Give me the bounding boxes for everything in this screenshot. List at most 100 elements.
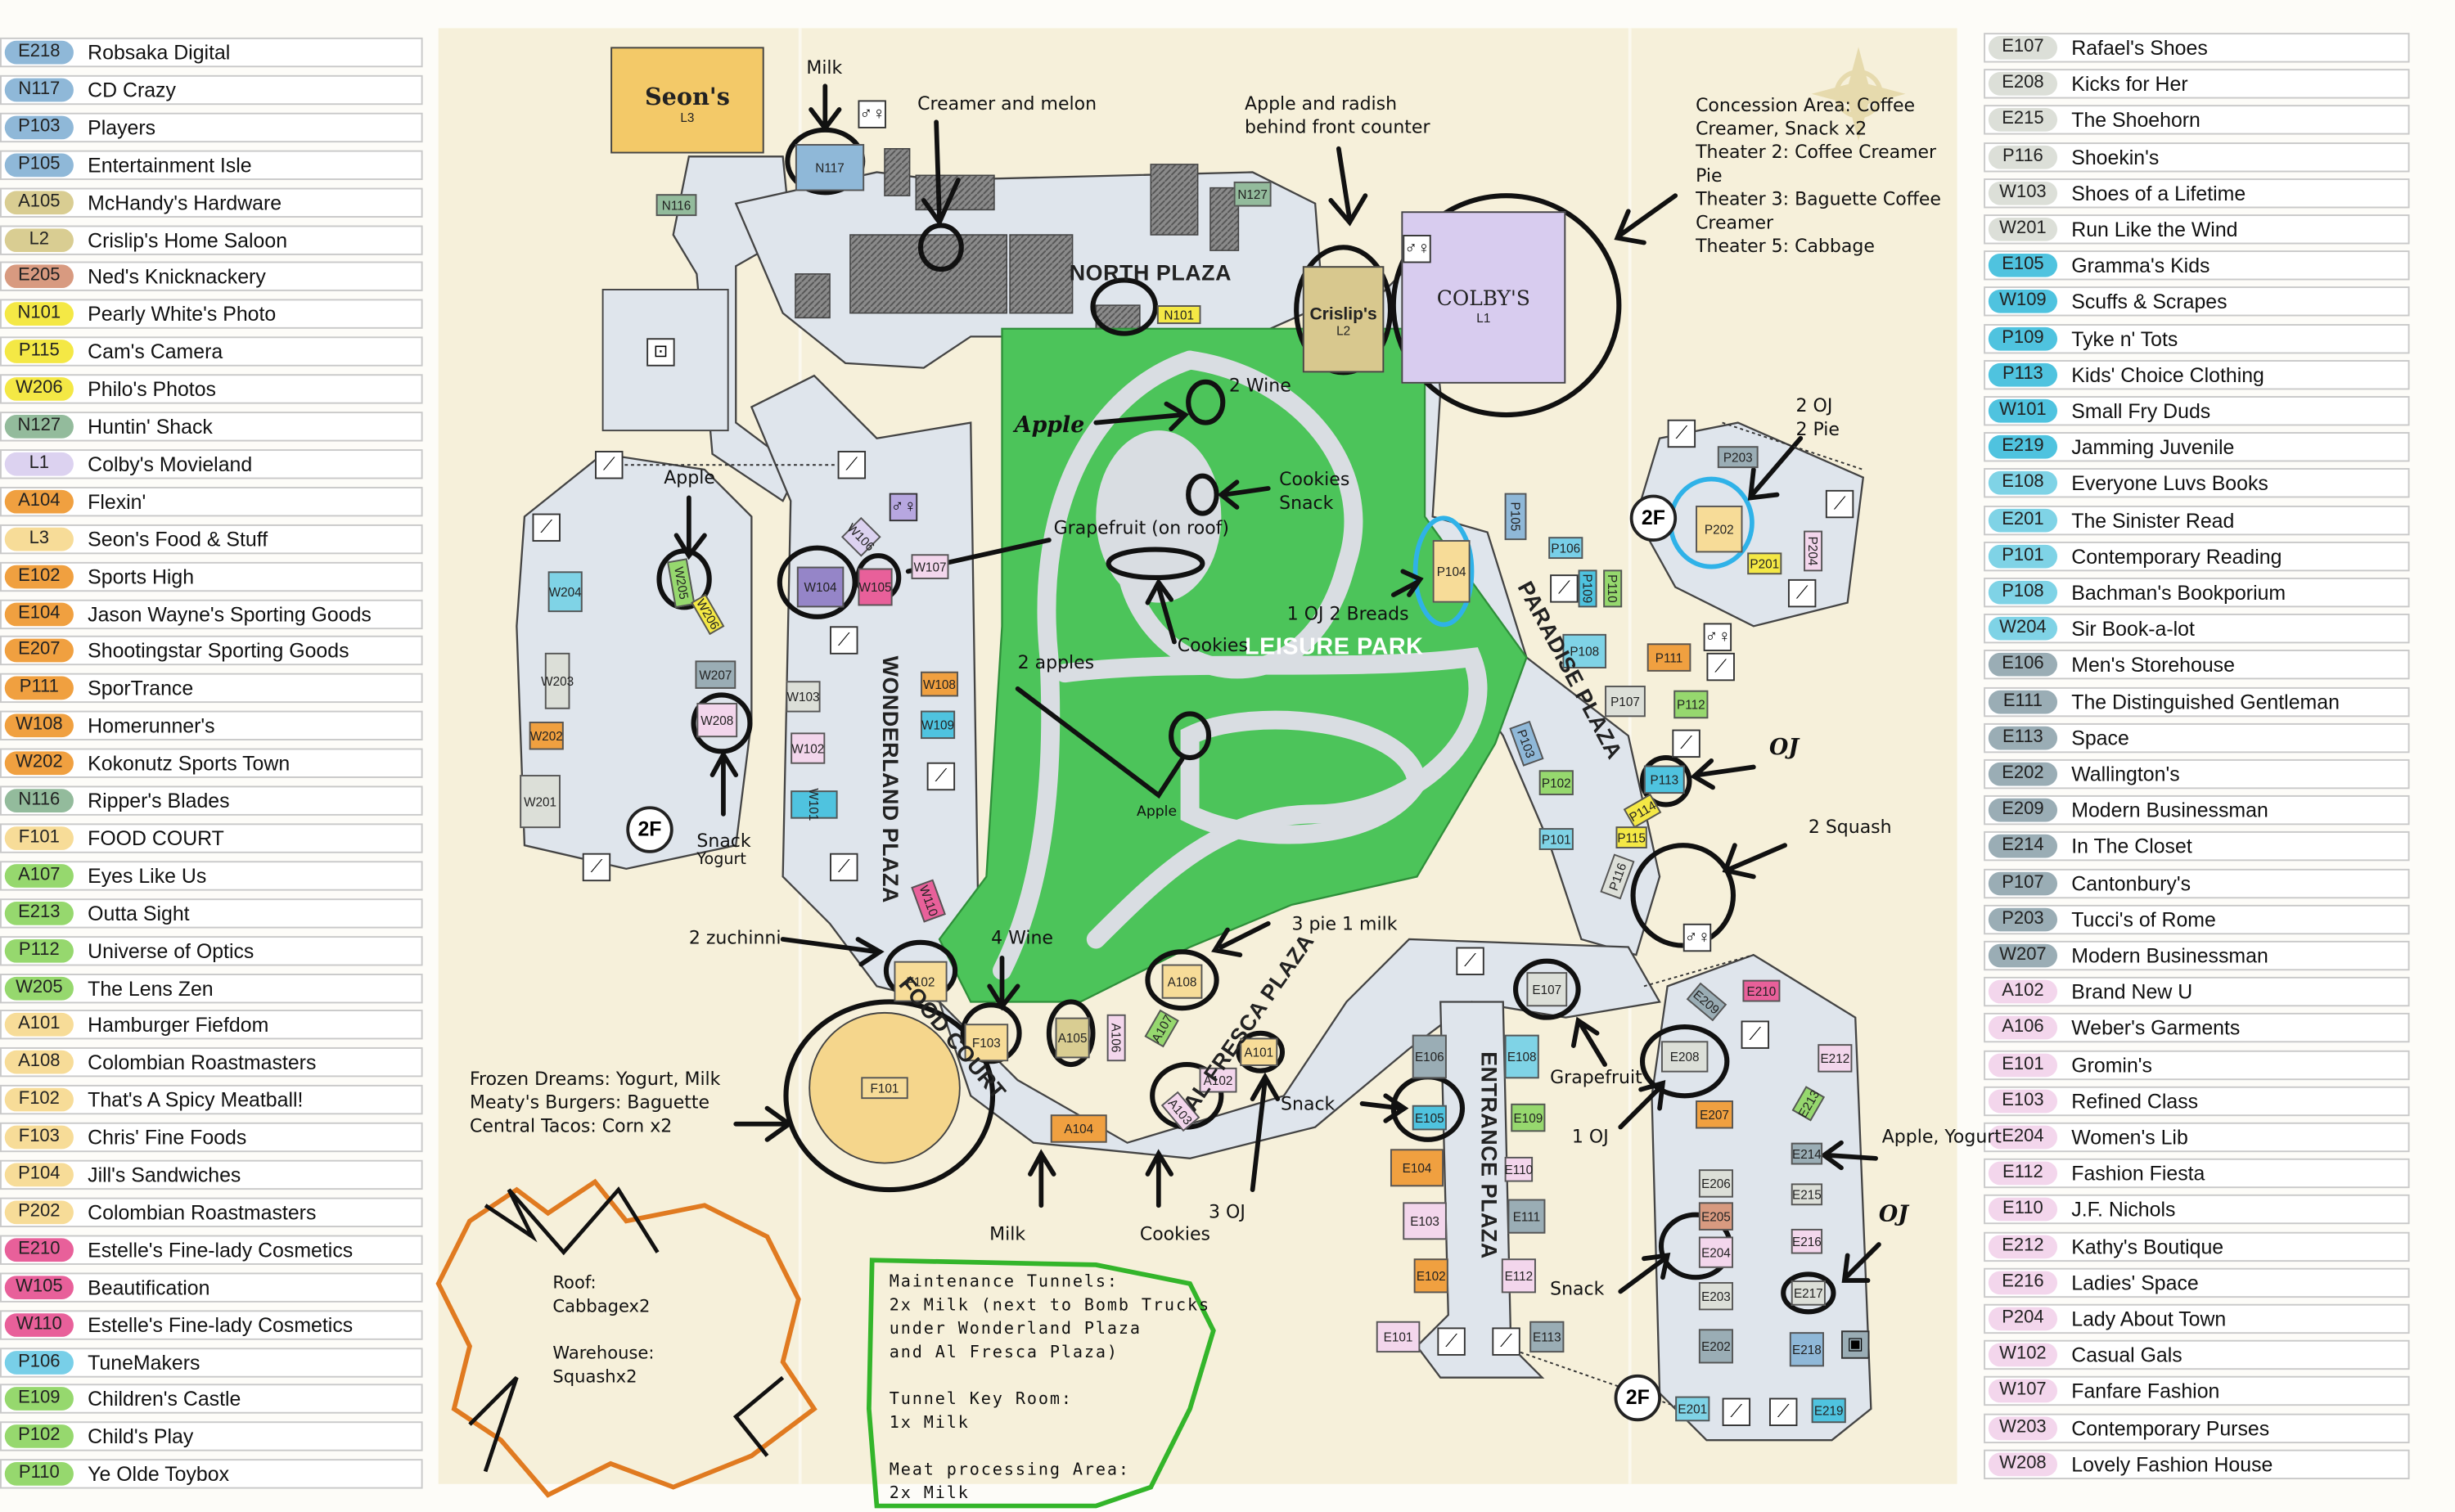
map-store-e201[interactable]: E201: [1675, 1396, 1710, 1422]
map-store-n127[interactable]: N127: [1233, 181, 1272, 207]
map-store-a102[interactable]: A102: [1199, 1067, 1237, 1093]
map-store-w103[interactable]: W103: [786, 681, 821, 713]
map-store-p105[interactable]: P105: [1504, 493, 1527, 541]
map-store-e217[interactable]: E217: [1791, 1280, 1826, 1306]
map-store-e208[interactable]: E208: [1660, 1041, 1709, 1073]
anchor-store-colbys[interactable]: COLBY'S L1: [1401, 211, 1566, 384]
map-store-f103[interactable]: F103: [964, 1024, 1009, 1062]
map-store-a104[interactable]: A104: [1050, 1114, 1107, 1143]
map-store-w203[interactable]: W203: [541, 652, 574, 709]
map-store-p111[interactable]: P111: [1646, 643, 1691, 672]
map-store-p104[interactable]: P104: [1432, 540, 1471, 603]
map-store-n101[interactable]: N101: [1156, 305, 1201, 325]
map-store-p112[interactable]: P112: [1673, 690, 1709, 719]
map-store-e103[interactable]: E103: [1403, 1202, 1447, 1240]
map-store-a108[interactable]: A108: [1161, 964, 1203, 999]
map-store-w102[interactable]: W102: [791, 732, 826, 764]
map-store-p113[interactable]: P113: [1643, 765, 1685, 794]
map-store-w105[interactable]: W105: [858, 568, 893, 606]
map-store-e203[interactable]: E203: [1698, 1281, 1733, 1311]
map-store-e219[interactable]: E219: [1811, 1397, 1846, 1424]
map-store-f101[interactable]: F101: [861, 1077, 908, 1100]
map-store-e113[interactable]: E113: [1529, 1321, 1565, 1353]
map-store-w207[interactable]: W207: [695, 660, 736, 689]
floor-2f-badge-east[interactable]: 2F: [1614, 1374, 1661, 1422]
map-store-p201[interactable]: P201: [1747, 552, 1782, 575]
map-store-w202[interactable]: W202: [529, 722, 564, 750]
map-store-a105[interactable]: A105: [1055, 1017, 1090, 1059]
map-store-e105[interactable]: E105: [1412, 1105, 1447, 1131]
map-store-p109[interactable]: P109: [1578, 569, 1597, 608]
map-store-p115[interactable]: P115: [1615, 826, 1647, 848]
map-store-e215[interactable]: E215: [1791, 1183, 1823, 1206]
map-store-p108[interactable]: P108: [1562, 633, 1607, 668]
floor-2f-badge-west[interactable]: 2F: [626, 806, 673, 853]
map-store-p107[interactable]: P107: [1605, 686, 1646, 718]
map-store-w104[interactable]: W104: [796, 566, 845, 608]
map-store-w208[interactable]: W208: [696, 703, 738, 738]
map-store-e102[interactable]: E102: [1413, 1258, 1448, 1294]
map-store-p203[interactable]: P203: [1717, 446, 1759, 469]
map-store-p204[interactable]: P204: [1804, 530, 1823, 572]
map-store-a101[interactable]: A101: [1240, 1037, 1278, 1066]
map-store-w107[interactable]: W107: [911, 554, 949, 579]
map-store-e101[interactable]: E101: [1376, 1321, 1421, 1353]
map-store-e111[interactable]: E111: [1507, 1199, 1546, 1234]
map-store-p110[interactable]: P110: [1603, 569, 1623, 608]
map-store-w204[interactable]: W204: [547, 571, 583, 613]
map-store-e204[interactable]: E204: [1698, 1236, 1733, 1268]
map-store-p101[interactable]: P101: [1538, 828, 1574, 850]
map-store-e218[interactable]: E218: [1789, 1332, 1824, 1367]
map-store-e107[interactable]: E107: [1526, 972, 1568, 1007]
map-store-p102[interactable]: P102: [1538, 770, 1574, 795]
map-store-n117[interactable]: N117: [795, 144, 865, 191]
